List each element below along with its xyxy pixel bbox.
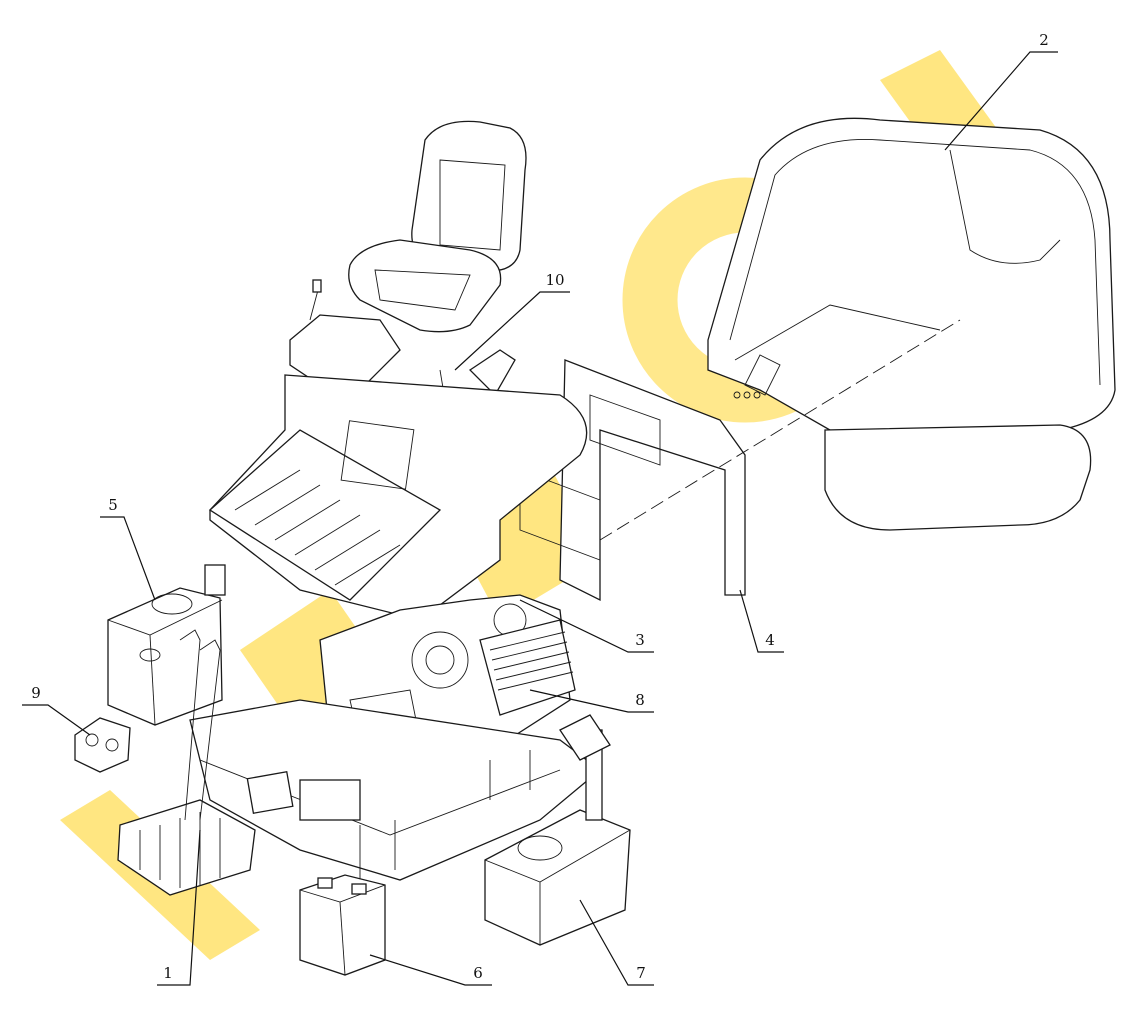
callout-7: 7 <box>636 964 646 982</box>
base-frame <box>189 699 602 881</box>
battery <box>299 874 386 976</box>
operator-seat <box>348 120 527 333</box>
cab-canopy <box>707 117 1116 531</box>
callout-5: 5 <box>108 496 118 514</box>
callout-3: 3 <box>635 631 645 649</box>
chassis-body <box>208 374 588 621</box>
control-valve <box>117 629 256 896</box>
leader-lines <box>22 51 1058 986</box>
callout-6: 6 <box>473 964 483 982</box>
callout-10: 10 <box>545 271 564 289</box>
fuel-tank <box>484 714 631 946</box>
callout-9: 9 <box>31 684 41 702</box>
callout-labels: 1 2 3 4 5 6 7 8 9 10 <box>31 31 1049 982</box>
valve-block <box>74 717 131 773</box>
mounting-bracket <box>519 319 961 602</box>
hydraulic-tank <box>107 564 226 726</box>
callout-8: 8 <box>635 691 645 709</box>
radiator <box>479 619 576 716</box>
callout-2: 2 <box>1039 31 1049 49</box>
callout-1: 1 <box>163 964 173 982</box>
callout-4: 4 <box>765 631 775 649</box>
